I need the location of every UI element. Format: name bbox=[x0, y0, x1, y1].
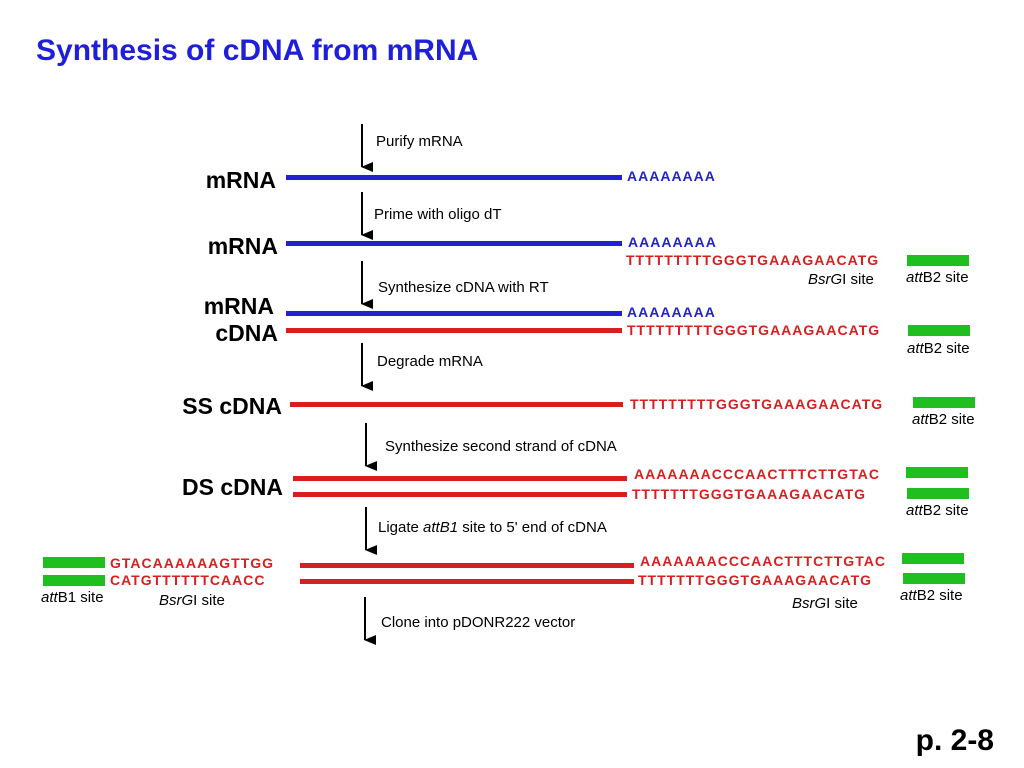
right-bottom-sequence: TTTTTTTGGGTGAAAGAACATG bbox=[638, 572, 872, 588]
step-clone-pdonr222: Clone into pDONR222 vector bbox=[381, 614, 575, 631]
ligated-top-strand bbox=[300, 563, 634, 568]
attb2-site-bar bbox=[907, 488, 969, 499]
ligated-bottom-strand bbox=[300, 579, 634, 584]
attb1-site-bar bbox=[43, 575, 105, 586]
left-top-sequence: GTACAAAAAAGTTGG bbox=[110, 555, 274, 571]
attb2-site-bar bbox=[908, 325, 970, 336]
step-second-strand: Synthesize second strand of cDNA bbox=[385, 438, 617, 455]
attb2-site-label: attB2 site bbox=[907, 340, 970, 357]
ds-cdna-top-strand bbox=[293, 476, 627, 481]
bsrgi-site-label: BsrGI site bbox=[792, 595, 858, 612]
attb2-site-bar bbox=[902, 553, 964, 564]
attb2-site-bar bbox=[907, 255, 969, 266]
label-mrna: mRNA bbox=[206, 167, 276, 193]
right-top-sequence: AAAAAAACCCAACTTTCTTGTAC bbox=[640, 553, 886, 569]
step-arrows bbox=[361, 124, 377, 645]
attb2-site-label: attB2 site bbox=[912, 411, 975, 428]
cdna-strand bbox=[286, 328, 622, 333]
attb1-site-bar bbox=[43, 557, 105, 568]
mrna-strand bbox=[286, 175, 622, 180]
poly-a-tail: AAAAAAAA bbox=[627, 168, 716, 184]
attb2-site-label: attB2 site bbox=[900, 587, 963, 604]
attb2-site-bar bbox=[913, 397, 975, 408]
poly-a-tail: AAAAAAAA bbox=[627, 304, 716, 320]
label-mrna: mRNA bbox=[204, 293, 274, 319]
step-synthesize-cdna: Synthesize cDNA with RT bbox=[378, 279, 549, 296]
label-mrna: mRNA bbox=[208, 233, 278, 259]
attb2-site-bar bbox=[906, 467, 968, 478]
label-ds-cdna: DS cDNA bbox=[182, 474, 283, 500]
oligo-dt-primer-sequence: TTTTTTTTTGGGTGAAAGAACATG bbox=[626, 252, 879, 268]
ds-bottom-sequence: TTTTTTTGGGTGAAAGAACATG bbox=[632, 486, 866, 502]
poly-a-tail: AAAAAAAA bbox=[628, 234, 717, 250]
step-ligate-attb1: Ligate attB1 site to 5' end of cDNA bbox=[378, 519, 607, 536]
left-bottom-sequence: CATGTTTTTTCAACC bbox=[110, 572, 266, 588]
bsrgi-site-label: BsrGI site bbox=[159, 592, 225, 609]
label-cdna: cDNA bbox=[215, 320, 278, 346]
step-purify-mrna: Purify mRNA bbox=[376, 133, 463, 150]
page-number: p. 2-8 bbox=[915, 724, 994, 757]
attb2-site-bar bbox=[903, 573, 965, 584]
attb2-site-label: attB2 site bbox=[906, 269, 969, 286]
ss-cdna-end-sequence: TTTTTTTTTGGGTGAAAGAACATG bbox=[630, 396, 883, 412]
mrna-strand bbox=[286, 311, 622, 316]
ds-top-sequence: AAAAAAACCCAACTTTCTTGTAC bbox=[634, 466, 880, 482]
label-ss-cdna: SS cDNA bbox=[182, 393, 282, 419]
ds-cdna-bottom-strand bbox=[293, 492, 627, 497]
attb1-site-label: attB1 site bbox=[41, 589, 104, 606]
cdna-end-sequence: TTTTTTTTTGGGTGAAAGAACATG bbox=[627, 322, 880, 338]
page-title: Synthesis of cDNA from mRNA bbox=[36, 34, 479, 67]
ss-cdna-strand bbox=[290, 402, 623, 407]
attb2-site-label: attB2 site bbox=[906, 502, 969, 519]
step-degrade-mrna: Degrade mRNA bbox=[377, 353, 483, 370]
step-prime-oligo-dt: Prime with oligo dT bbox=[374, 206, 502, 223]
mrna-strand bbox=[286, 241, 622, 246]
bsrgi-site-label: BsrGI site bbox=[808, 271, 874, 288]
